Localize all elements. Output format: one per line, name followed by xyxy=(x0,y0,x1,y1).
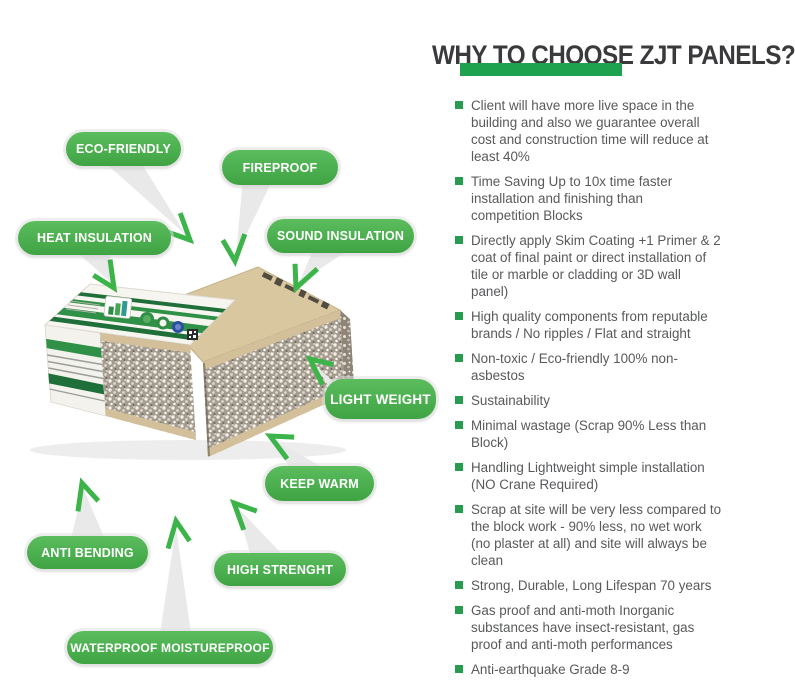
benefit-text: Gas proof and anti-moth Inorganic substa… xyxy=(471,603,695,652)
benefit-text: Handling Lightweight simple installation… xyxy=(471,460,705,492)
qr-code xyxy=(187,329,198,340)
benefit-item: Time Saving Up to 10x time faster instal… xyxy=(455,173,790,224)
bullet-square-icon xyxy=(455,463,463,471)
benefit-text: Strong, Durable, Long Lifespan 70 years xyxy=(471,578,712,593)
benefit-text: Scrap at site will be very less compared… xyxy=(471,502,722,568)
bullet-square-icon xyxy=(455,396,463,404)
bullet-square-icon xyxy=(455,236,463,244)
bullet-square-icon xyxy=(455,421,463,429)
title-underline-bar xyxy=(460,63,622,76)
right-block xyxy=(152,266,355,457)
feature-pill-high-strenght: HIGH STRENGHT xyxy=(214,553,346,586)
left-block xyxy=(43,282,237,440)
benefit-item: Gas proof and anti-moth Inorganic substa… xyxy=(455,602,790,653)
bullet-square-icon xyxy=(455,581,463,589)
benefit-text: Non-toxic / Eco-friendly 100% non- asbes… xyxy=(471,351,678,383)
bullet-square-icon xyxy=(455,101,463,109)
bullet-square-icon xyxy=(455,606,463,614)
benefit-text: Directly apply Skim Coating +1 Primer & … xyxy=(471,233,721,299)
benefit-item: Client will have more live space in the … xyxy=(455,97,790,165)
benefit-text: Minimal wastage (Scrap 90% Less than Blo… xyxy=(471,418,707,450)
check-icon xyxy=(168,521,191,550)
benefit-item: High quality components from reputable b… xyxy=(455,308,790,342)
feature-pill-heat-insulation: HEAT INSULATION xyxy=(18,221,171,255)
benefit-item: Non-toxic / Eco-friendly 100% non- asbes… xyxy=(455,350,790,384)
benefit-item: Handling Lightweight simple installation… xyxy=(455,459,790,493)
product-shadow xyxy=(30,440,346,460)
bullet-square-icon xyxy=(455,505,463,513)
benefit-item: Anti-earthquake Grade 8-9 xyxy=(455,661,790,678)
feature-pill-waterproof: WATERPROOF MOISTUREPROOF xyxy=(67,631,273,664)
bullet-square-icon xyxy=(455,665,463,673)
benefit-item: Strong, Durable, Long Lifespan 70 years xyxy=(455,577,790,594)
feature-pill-anti-bending: ANTI BENDING xyxy=(27,536,148,569)
check-icon xyxy=(305,350,339,385)
benefits-list: Client will have more live space in the … xyxy=(455,97,790,678)
feature-pill-fireproof: FIREPROOF xyxy=(222,150,338,185)
benefit-text: High quality components from reputable b… xyxy=(471,309,708,341)
benefit-text: Time Saving Up to 10x time faster instal… xyxy=(471,174,673,223)
feature-pill-keep-warm: KEEP WARM xyxy=(265,466,374,501)
benefit-item: Scrap at site will be very less compared… xyxy=(455,501,790,569)
benefit-text: Sustainability xyxy=(471,393,550,408)
bullet-square-icon xyxy=(455,312,463,320)
feature-pill-light-weight: LIGHT WEIGHT xyxy=(325,379,436,419)
product-photo xyxy=(30,266,355,460)
benefit-text: Client will have more live space in the … xyxy=(471,98,709,164)
benefit-item: Minimal wastage (Scrap 90% Less than Blo… xyxy=(455,417,790,451)
bullet-square-icon xyxy=(455,177,463,185)
feature-pill-eco-friendly: ECO-FRIENDLY xyxy=(66,132,181,166)
bullet-square-icon xyxy=(455,354,463,362)
certification-logos xyxy=(140,312,198,340)
benefit-item: Directly apply Skim Coating +1 Primer & … xyxy=(455,232,790,300)
brand-barchart-logo xyxy=(103,295,133,319)
benefit-text: Anti-earthquake Grade 8-9 xyxy=(471,662,630,677)
benefit-item: Sustainability xyxy=(455,392,790,409)
feature-pill-sound-insulation: SOUND INSULATION xyxy=(267,219,414,253)
